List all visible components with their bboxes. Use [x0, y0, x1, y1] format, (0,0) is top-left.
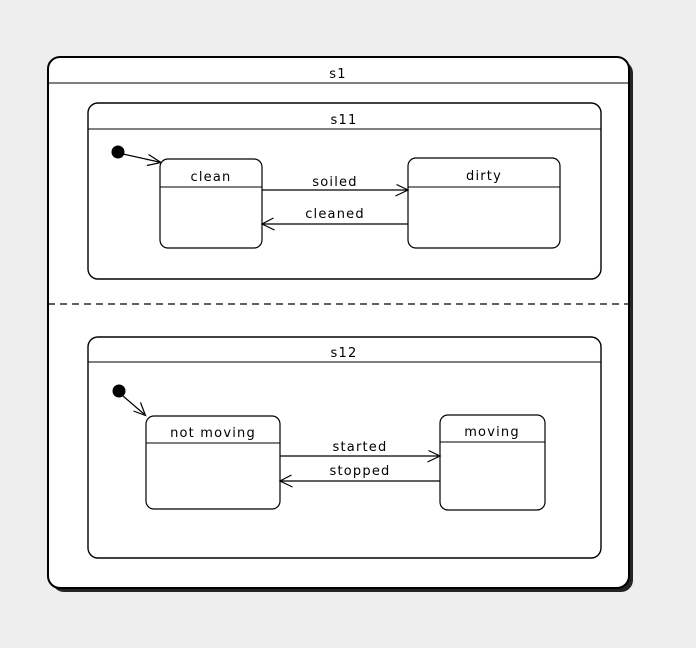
s12-title: s12	[331, 346, 358, 361]
initial-state-dot	[111, 145, 125, 159]
transition-stopped: stopped	[278, 464, 440, 488]
initial-transition-arrowhead-icon	[133, 402, 147, 417]
started-arrowhead-icon	[427, 449, 442, 463]
state-clean: clean	[159, 158, 263, 249]
cleaned-arrowhead-icon	[260, 217, 275, 231]
clean-title: clean	[191, 170, 232, 185]
not-moving-body	[145, 415, 281, 510]
region-s11: s11 clean dirty soiled	[87, 102, 602, 280]
cleaned-label: cleaned	[305, 207, 365, 222]
s11-title: s11	[331, 113, 358, 128]
region-s12: s12 not moving moving started	[87, 336, 602, 559]
state-dirty: dirty	[407, 157, 561, 249]
started-label: started	[333, 440, 388, 455]
moving-body	[439, 414, 546, 511]
soiled-arrowhead-icon	[395, 183, 410, 197]
stopped-arrowhead-icon	[278, 474, 293, 488]
moving-title: moving	[464, 425, 520, 440]
dirty-title: dirty	[466, 169, 502, 184]
soiled-label: soiled	[312, 175, 357, 190]
stopped-label: stopped	[330, 464, 391, 479]
state-not-moving: not moving	[145, 415, 281, 510]
transition-soiled: soiled	[262, 175, 410, 197]
state-moving: moving	[439, 414, 546, 511]
dirty-body	[407, 157, 561, 249]
initial-transition-line	[122, 153, 160, 163]
clean-body	[159, 158, 263, 249]
s1-title: s1	[329, 67, 346, 82]
initial-transition-line	[122, 395, 145, 415]
initial-state-dot	[112, 384, 126, 398]
transition-cleaned: cleaned	[260, 207, 408, 231]
not-moving-title: not moving	[170, 426, 256, 441]
transition-started: started	[280, 440, 442, 463]
